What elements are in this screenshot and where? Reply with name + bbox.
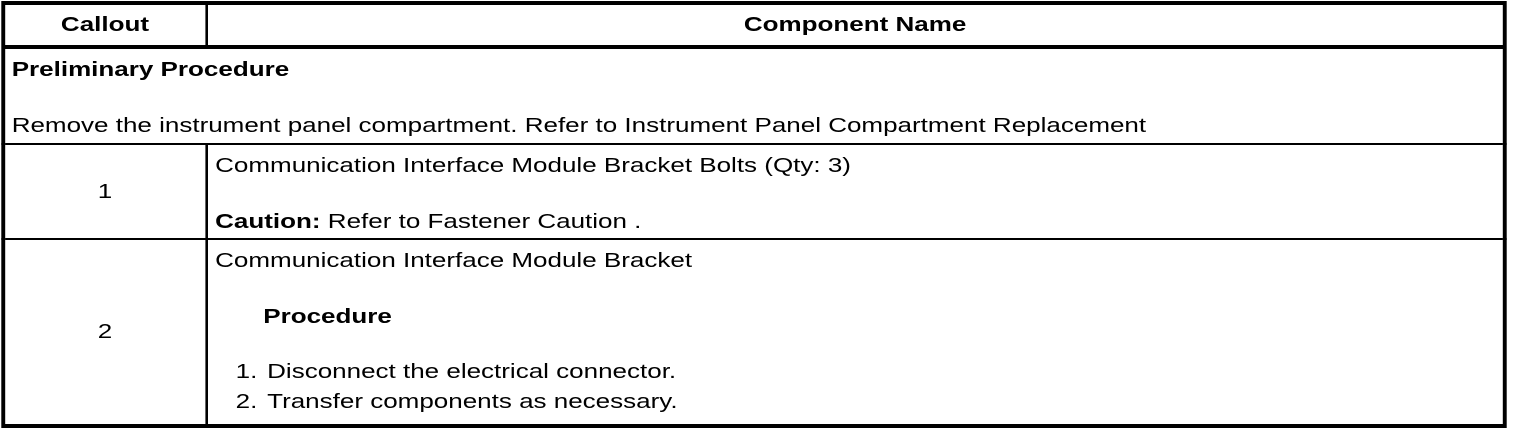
- callout-number-2: 2: [1, 238, 208, 427]
- procedure-steps-list: Disconnect the electrical connector.Tran…: [215, 357, 1492, 417]
- preliminary-procedure-title: Preliminary Procedure: [11, 59, 290, 81]
- procedure-step: Disconnect the electrical connector.: [265, 357, 1493, 387]
- component-name-1: Communication Interface Module Bracket B…: [215, 155, 851, 177]
- procedure-heading: Procedure: [263, 306, 392, 328]
- preliminary-procedure-row: Preliminary Procedure Remove the instrum…: [1, 46, 1507, 145]
- component-name-2: Communication Interface Module Bracket: [215, 250, 693, 272]
- preliminary-procedure-cell: Preliminary Procedure Remove the instrum…: [1, 46, 1507, 145]
- preliminary-procedure-instruction: Remove the instrument panel compartment.…: [11, 115, 1147, 137]
- procedure-step: Transfer components as necessary.: [265, 387, 1493, 417]
- callout-number-1: 1: [1, 143, 208, 240]
- table-header-row: Callout Component Name: [1, 2, 1507, 49]
- caution-label: Caution:: [215, 211, 321, 233]
- callout-component-table: Callout Component Name Preliminary Proce…: [1, 1, 1507, 428]
- table-row-2: 2 Communication Interface Module Bracket…: [1, 238, 1507, 427]
- component-cell-1: Communication Interface Module Bracket B…: [204, 143, 1507, 240]
- document-page: Callout Component Name Preliminary Proce…: [0, 1, 1520, 428]
- component-name-column-header: Component Name: [204, 2, 1507, 49]
- component-cell-2: Communication Interface Module Bracket P…: [204, 238, 1507, 427]
- caution-note: Caution: Refer to Fastener Caution .: [215, 208, 1492, 236]
- table-row-1: 1 Communication Interface Module Bracket…: [1, 143, 1507, 240]
- callout-column-header: Callout: [1, 2, 208, 49]
- caution-text: Refer to Fastener Caution .: [327, 211, 642, 233]
